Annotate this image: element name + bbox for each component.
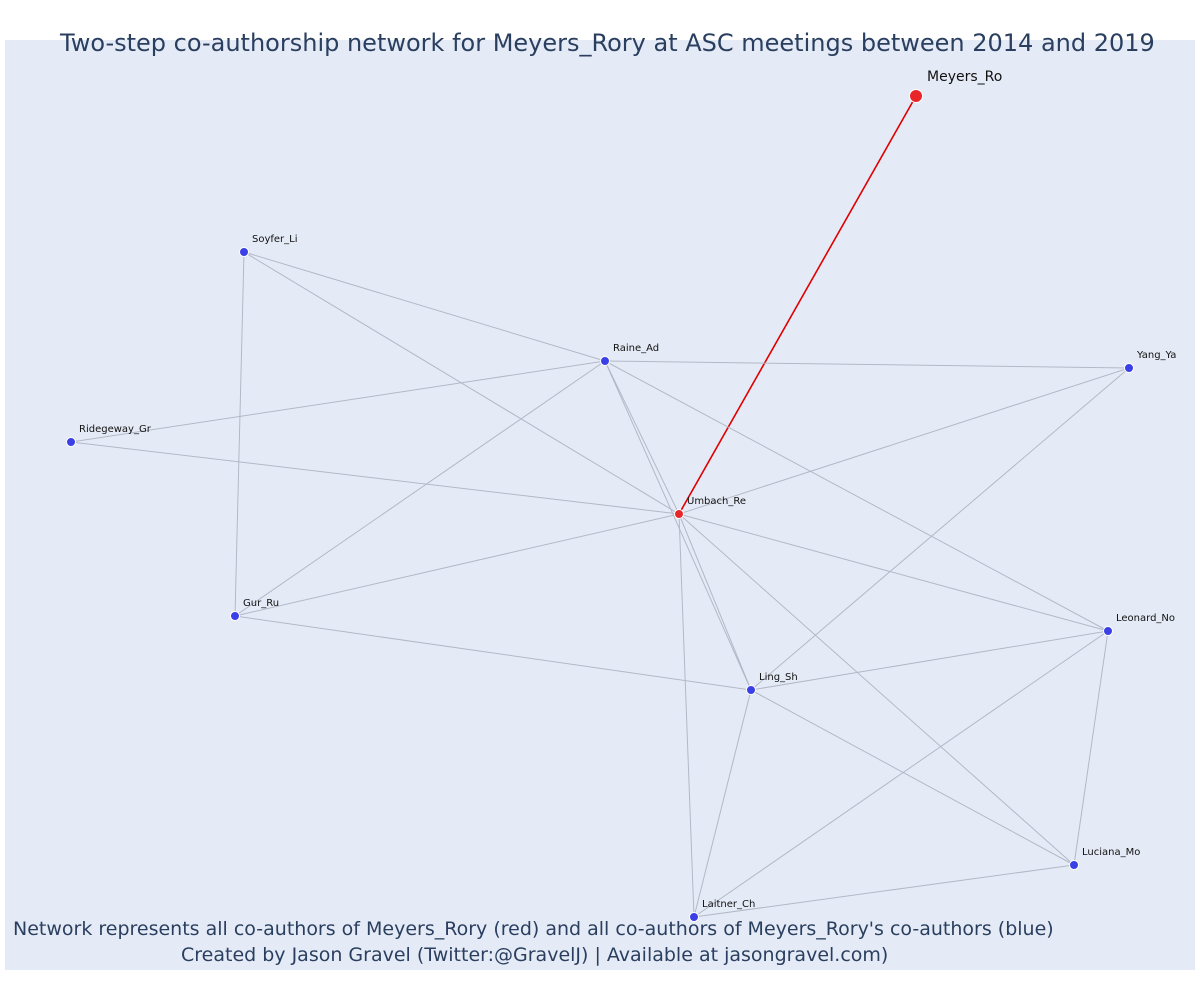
caption-line-2: Created by Jason Gravel (Twitter:@Gravel… [181, 944, 889, 966]
node-label: Raine_Ad [613, 343, 659, 354]
node-label: Leonard_No [1116, 613, 1175, 624]
node-Ridegeway_Gr[interactable]: Ridegeway_Gr [66, 424, 152, 447]
node-Meyers_Ro[interactable]: Meyers_Ro [909, 69, 1003, 103]
node-label: Meyers_Ro [927, 69, 1002, 85]
node-label: Soyfer_Li [252, 234, 298, 245]
node-Umbach_Re[interactable]: Umbach_Re [674, 496, 747, 519]
edge-Raine_Ad-Ling_Sh [604, 360, 752, 691]
edge-Luciana_Mo-Laitner_Ch [693, 864, 1075, 918]
node-marker[interactable] [1069, 860, 1079, 870]
edge-Yang_Ya-Ling_Sh [750, 367, 1130, 691]
chart-title: Two-step co-authorship network for Meyer… [60, 29, 1155, 57]
edge-Raine_Ad-Ridegeway_Gr [70, 360, 606, 443]
node-label: Gur_Ru [243, 598, 279, 609]
node-marker[interactable] [239, 247, 249, 257]
edge-Raine_Ad-Yang_Ya [604, 360, 1130, 369]
edge-Ridegeway_Gr-Umbach_Re [70, 441, 680, 515]
edge-Meyers_Ro-Umbach_Re [678, 95, 917, 515]
edge-Soyfer_Li-Gur_Ru [234, 251, 245, 617]
edge-Umbach_Re-Yang_Ya [678, 367, 1130, 515]
node-Yang_Ya[interactable]: Yang_Ya [1124, 350, 1177, 373]
node-marker[interactable] [1124, 363, 1134, 373]
node-Luciana_Mo[interactable]: Luciana_Mo [1069, 847, 1141, 870]
node-marker[interactable] [746, 685, 756, 695]
edge-layer [70, 95, 1130, 918]
edge-Leonard_No-Laitner_Ch [693, 630, 1109, 918]
node-label: Laitner_Ch [702, 899, 755, 910]
edge-Umbach_Re-Ling_Sh [678, 513, 752, 691]
edge-Ling_Sh-Leonard_No [750, 630, 1109, 691]
node-label: Luciana_Mo [1082, 847, 1140, 858]
edge-Ling_Sh-Laitner_Ch [693, 689, 752, 918]
node-marker[interactable] [674, 509, 684, 519]
node-marker[interactable] [230, 611, 240, 621]
node-marker[interactable] [689, 912, 699, 922]
node-Ling_Sh[interactable]: Ling_Sh [746, 672, 798, 695]
node-label: Yang_Ya [1136, 350, 1176, 361]
edge-Ling_Sh-Luciana_Mo [750, 689, 1075, 866]
caption-line-1: Network represents all co-authors of Mey… [13, 918, 1054, 940]
edge-Umbach_Re-Gur_Ru [234, 513, 680, 617]
edge-Umbach_Re-Leonard_No [678, 513, 1109, 632]
node-Soyfer_Li[interactable]: Soyfer_Li [239, 234, 298, 257]
node-label: Ridegeway_Gr [79, 424, 152, 435]
node-marker[interactable] [1103, 626, 1113, 636]
edge-Umbach_Re-Laitner_Ch [678, 513, 695, 918]
node-Gur_Ru[interactable]: Gur_Ru [230, 598, 280, 621]
node-Leonard_No[interactable]: Leonard_No [1103, 613, 1176, 636]
edge-Raine_Ad-Umbach_Re [604, 360, 680, 515]
edge-Gur_Ru-Ling_Sh [234, 615, 752, 691]
edge-Leonard_No-Luciana_Mo [1073, 630, 1109, 866]
node-label: Ling_Sh [759, 672, 798, 683]
node-Laitner_Ch[interactable]: Laitner_Ch [689, 899, 756, 922]
edge-Umbach_Re-Luciana_Mo [678, 513, 1075, 866]
node-marker[interactable] [909, 89, 923, 103]
node-marker[interactable] [66, 437, 76, 447]
edge-Soyfer_Li-Raine_Ad [243, 251, 606, 362]
node-label: Umbach_Re [687, 496, 746, 507]
node-Raine_Ad[interactable]: Raine_Ad [600, 343, 660, 366]
node-marker[interactable] [600, 356, 610, 366]
edge-Raine_Ad-Gur_Ru [234, 360, 606, 617]
edge-Raine_Ad-Leonard_No [604, 360, 1109, 632]
